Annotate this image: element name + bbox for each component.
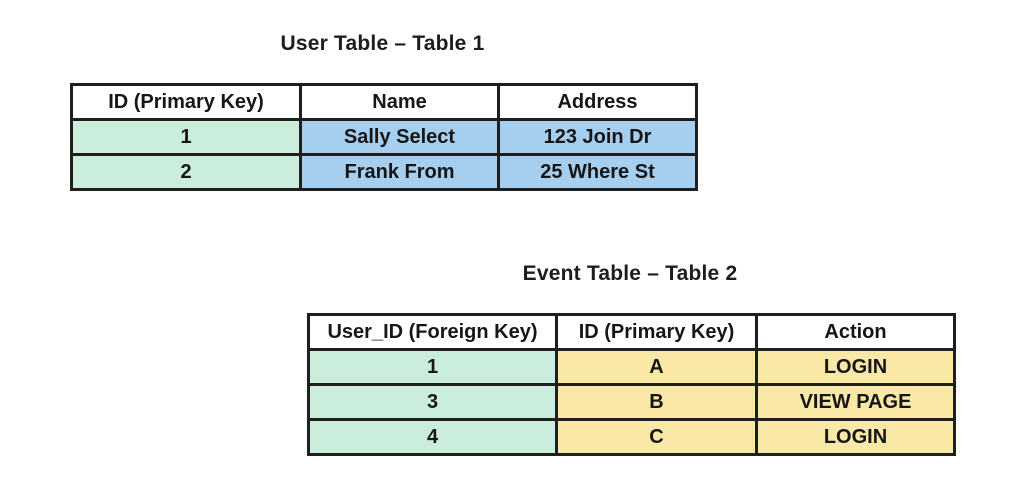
header-cell: Address [497, 83, 698, 121]
table-cell: 1 [307, 348, 558, 386]
table-cell: VIEW PAGE [755, 383, 956, 421]
table-cell: B [555, 383, 758, 421]
event-table-title: Event Table – Table 2 [522, 262, 738, 285]
table-cell: 3 [307, 383, 558, 421]
table-cell: Sally Select [299, 118, 500, 156]
event-table-header-row: User_ID (Foreign Key)ID (Primary Key)Act… [307, 313, 956, 351]
table-cell: 2 [70, 153, 302, 191]
table-cell: C [555, 418, 758, 456]
header-cell: ID (Primary Key) [70, 83, 302, 121]
table-cell: 25 Where St [497, 153, 698, 191]
table-cell: 123 Join Dr [497, 118, 698, 156]
event-table: User_ID (Foreign Key)ID (Primary Key)Act… [307, 313, 956, 456]
table-cell: 4 [307, 418, 558, 456]
header-cell: User_ID (Foreign Key) [307, 313, 558, 351]
header-cell: Action [755, 313, 956, 351]
table-cell: A [555, 348, 758, 386]
user-table-title: User Table – Table 1 [280, 32, 485, 55]
table-cell: Frank From [299, 153, 500, 191]
table-cell: LOGIN [755, 348, 956, 386]
header-cell: ID (Primary Key) [555, 313, 758, 351]
table-cell: 1 [70, 118, 302, 156]
table-cell: LOGIN [755, 418, 956, 456]
header-cell: Name [299, 83, 500, 121]
